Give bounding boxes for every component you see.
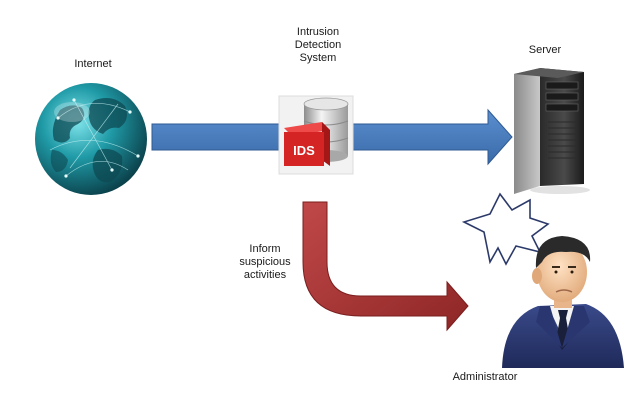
ids-label: Intrusion Detection System [268,26,368,65]
ids-label-line-3: System [299,52,337,64]
ids-label-line-2: Detection [294,39,342,51]
inform-label-line-1: Inform [249,243,281,255]
internet-label: Internet [48,58,138,71]
administrator-label-text: Administrator [452,371,518,383]
internet-label-text: Internet [74,58,112,70]
ids-badge-label: IDS [293,143,315,158]
server-label: Server [510,44,580,57]
server-tower-icon [514,68,590,194]
globe-icon [35,83,147,195]
inform-arrow [302,201,469,332]
alert-burst-icon [461,192,550,266]
inform-label-line-3: activities [243,269,287,281]
server-label-text: Server [528,44,562,56]
administrator-person-icon [502,236,624,368]
administrator-label: Administrator [430,371,540,384]
inform-label: Inform suspicious activities [222,243,308,282]
ids-label-line-1: Intrusion [296,26,340,38]
ids-database-icon [278,95,354,175]
inform-label-line-2: suspicious [239,256,291,268]
